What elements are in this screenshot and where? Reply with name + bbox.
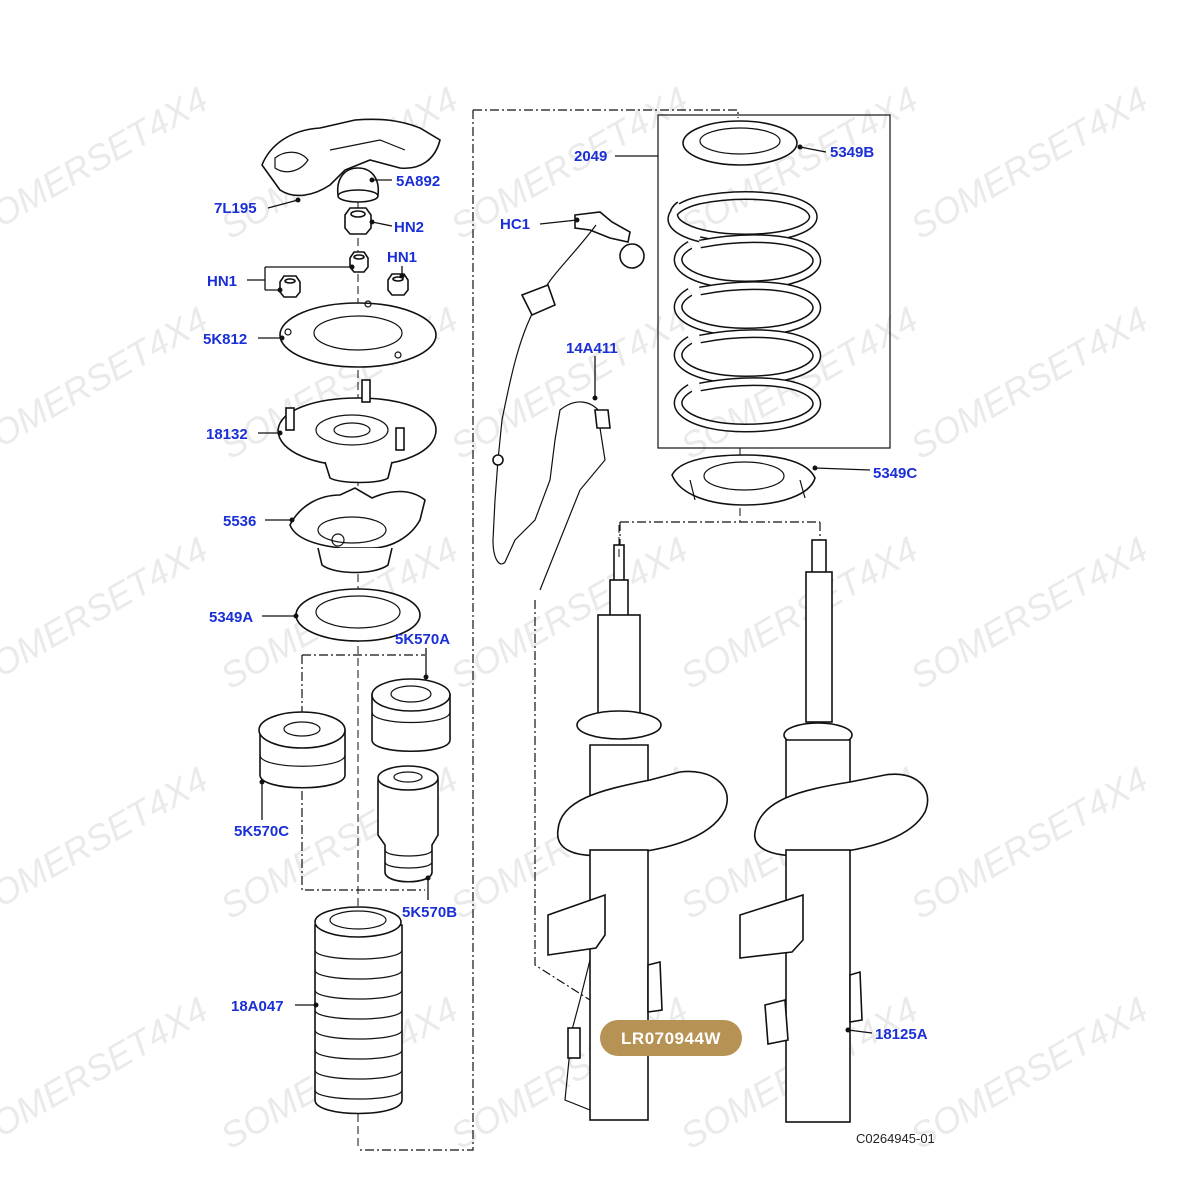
watermark: SOMERSET4X4 (0, 528, 214, 697)
jounce-bumper-5K570B (377, 765, 439, 883)
strut-mount-18132 (277, 379, 437, 484)
watermark: SOMERSET4X4 (444, 298, 695, 467)
spring-seat-5349C (671, 454, 816, 506)
label-5349B: 5349B (830, 144, 874, 161)
height-sensor-HC1 (539, 211, 645, 301)
label-5536: 5536 (223, 513, 256, 530)
nut-HN2 (344, 207, 372, 235)
leader-lines (247, 144, 873, 1034)
label-18A047: 18A047 (231, 998, 284, 1015)
bump-stop-5K570A (371, 678, 451, 752)
group-boundary-bushes (301, 654, 425, 891)
label-HC1: HC1 (500, 216, 530, 233)
label-5A892: 5A892 (396, 173, 440, 190)
watermark: SOMERSET4X4 (904, 78, 1155, 247)
label-5K570A: 5K570A (395, 631, 450, 648)
label-2049: 2049 (574, 148, 607, 165)
watermark: SOMERSET4X4 (904, 528, 1155, 697)
watermark-layer: SOMERSET4X4 SOMERSET4X4 SOMERSET4X4 SOME… (0, 78, 1154, 1157)
spring-isolator-5349B (682, 120, 798, 166)
watermark: SOMERSET4X4 (0, 298, 214, 467)
spring-isolator-5349A (295, 588, 421, 642)
label-14A411: 14A411 (566, 340, 618, 357)
spring-seat-5536 (289, 487, 426, 574)
spring-box (657, 114, 891, 449)
label-5349C: 5349C (873, 465, 917, 482)
label-18132: 18132 (206, 426, 248, 443)
watermark: SOMERSET4X4 (0, 78, 214, 247)
label-5349A: 5349A (209, 609, 253, 626)
label-HN2: HN2 (394, 219, 424, 236)
watermark: SOMERSET4X4 (444, 988, 695, 1157)
wiring-harness-14A411 (492, 283, 611, 591)
gasket-plate-5K812 (279, 300, 437, 368)
group-boundary-left (358, 110, 474, 1151)
label-5K570C: 5K570C (234, 823, 289, 840)
group-boundary-top (473, 109, 739, 118)
watermark: SOMERSET4X4 (0, 758, 214, 927)
label-7L195: 7L195 (214, 200, 257, 217)
coil-spring-2049 (667, 191, 822, 433)
bush-5K570C (258, 711, 346, 789)
label-HN1-right: HN1 (387, 249, 417, 266)
label-18125A: 18125A (875, 1026, 928, 1043)
label-HN1-left: HN1 (207, 273, 237, 290)
strut-assembly-right-18125A (739, 539, 929, 1123)
bump-cap-5A892 (336, 167, 380, 203)
watermark: SOMERSET4X4 (674, 528, 925, 697)
watermark: SOMERSET4X4 (444, 528, 695, 697)
part-number-badge: LR070944W (600, 1020, 742, 1056)
watermark: SOMERSET4X4 (904, 298, 1155, 467)
label-5K812: 5K812 (203, 331, 247, 348)
nut-HN1-right (387, 273, 409, 296)
watermark: SOMERSET4X4 (904, 758, 1155, 927)
label-5K570B: 5K570B (402, 904, 457, 921)
strut-assembly-left (547, 544, 728, 1121)
dust-boot-18A047 (314, 906, 403, 1115)
top-mount-bracket-7L195 (261, 118, 441, 197)
watermark: SOMERSET4X4 (904, 988, 1155, 1157)
watermark: SOMERSET4X4 (444, 78, 695, 247)
callout-labels: 7L195 5A892 HN2 HN1 HN1 5K812 18132 5536… (203, 144, 928, 1043)
watermark: SOMERSET4X4 (0, 988, 214, 1157)
part-number: LR070944W (621, 1029, 721, 1048)
nut-HN1-left (279, 275, 301, 298)
diagram-reference: C0264945-01 (856, 1131, 935, 1146)
